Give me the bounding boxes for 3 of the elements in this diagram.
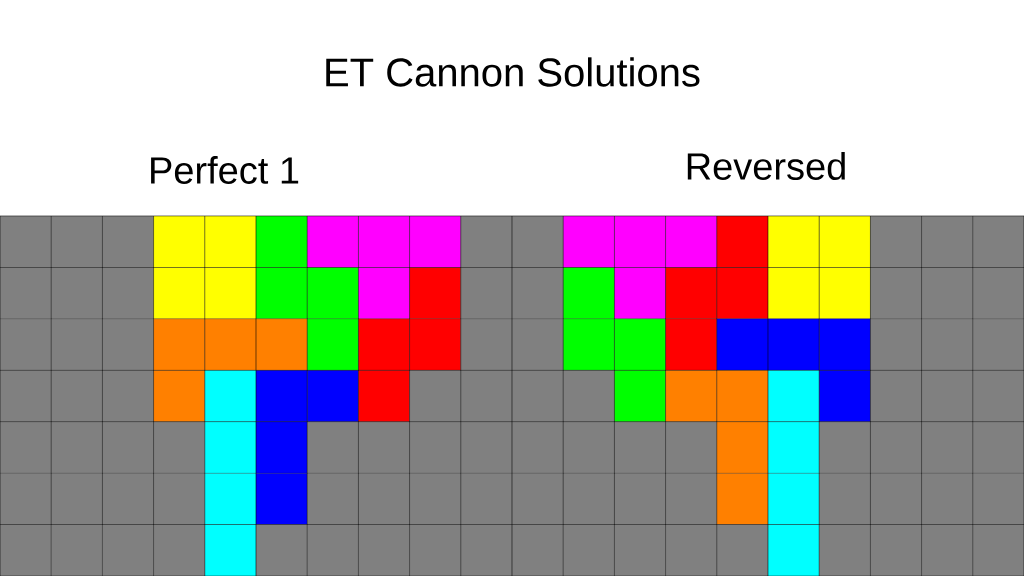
panel-label: Reversed: [687, 152, 845, 180]
panel-label: Perfect 1: [151, 156, 299, 184]
title: ET Cannon Solutions: [326, 57, 700, 87]
